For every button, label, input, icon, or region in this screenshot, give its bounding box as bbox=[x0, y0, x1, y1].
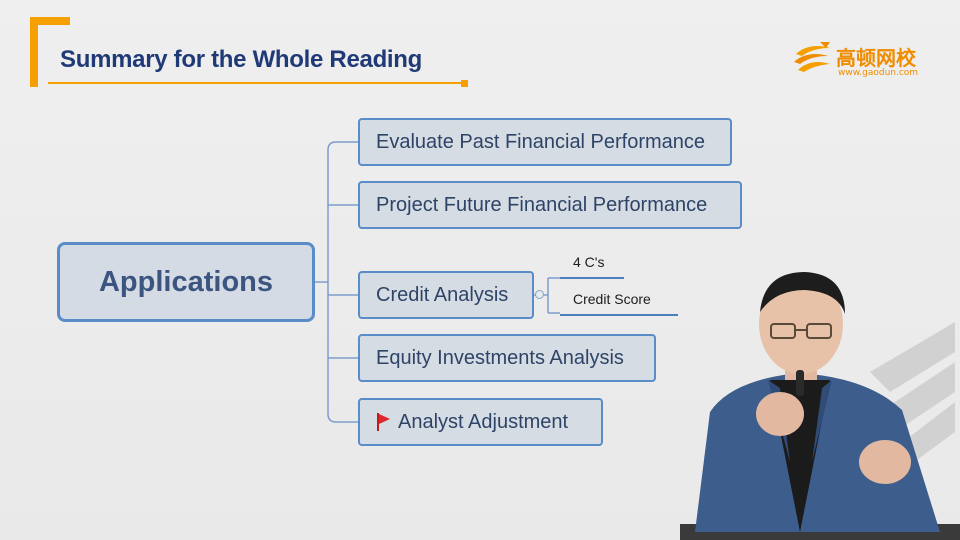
red-flag-icon bbox=[376, 413, 390, 431]
subnode-credit-score: Credit Score bbox=[573, 291, 651, 307]
branch-trunk bbox=[327, 141, 358, 423]
gaodun-logo-icon bbox=[794, 42, 830, 72]
slide-title: Summary for the Whole Reading bbox=[60, 46, 423, 73]
branch-analyst-adjustment: Analyst Adjustment bbox=[358, 398, 603, 446]
subnode-4cs: 4 C's bbox=[573, 254, 605, 270]
logo-url: www.gaodun.com bbox=[838, 68, 919, 78]
logo-name: 高顿网校 bbox=[836, 46, 916, 70]
branch-project-future: Project Future Financial Performance bbox=[358, 181, 742, 229]
presenter-video-icon bbox=[680, 272, 960, 540]
title-bracket-top bbox=[30, 17, 70, 25]
title-underline-dot bbox=[461, 80, 468, 87]
branch-label: Credit Analysis bbox=[376, 283, 509, 306]
title-underline bbox=[48, 82, 464, 84]
branch-equity-investments: Equity Investments Analysis bbox=[358, 334, 656, 382]
title-bracket bbox=[30, 17, 38, 87]
brand-logo: 高顿网校 www.gaodun.com bbox=[790, 38, 930, 82]
branch-credit-analysis: Credit Analysis bbox=[358, 271, 534, 319]
collapse-toggle-icon[interactable] bbox=[535, 290, 544, 299]
branch-label: Analyst Adjustment bbox=[398, 410, 569, 433]
branch-label: Equity Investments Analysis bbox=[376, 346, 624, 369]
branch-evaluate-past: Evaluate Past Financial Performance bbox=[358, 118, 732, 166]
branch-label: Evaluate Past Financial Performance bbox=[376, 130, 706, 153]
mindmap-root: Applications bbox=[57, 242, 315, 322]
branch-label: Project Future Financial Performance bbox=[376, 193, 708, 216]
